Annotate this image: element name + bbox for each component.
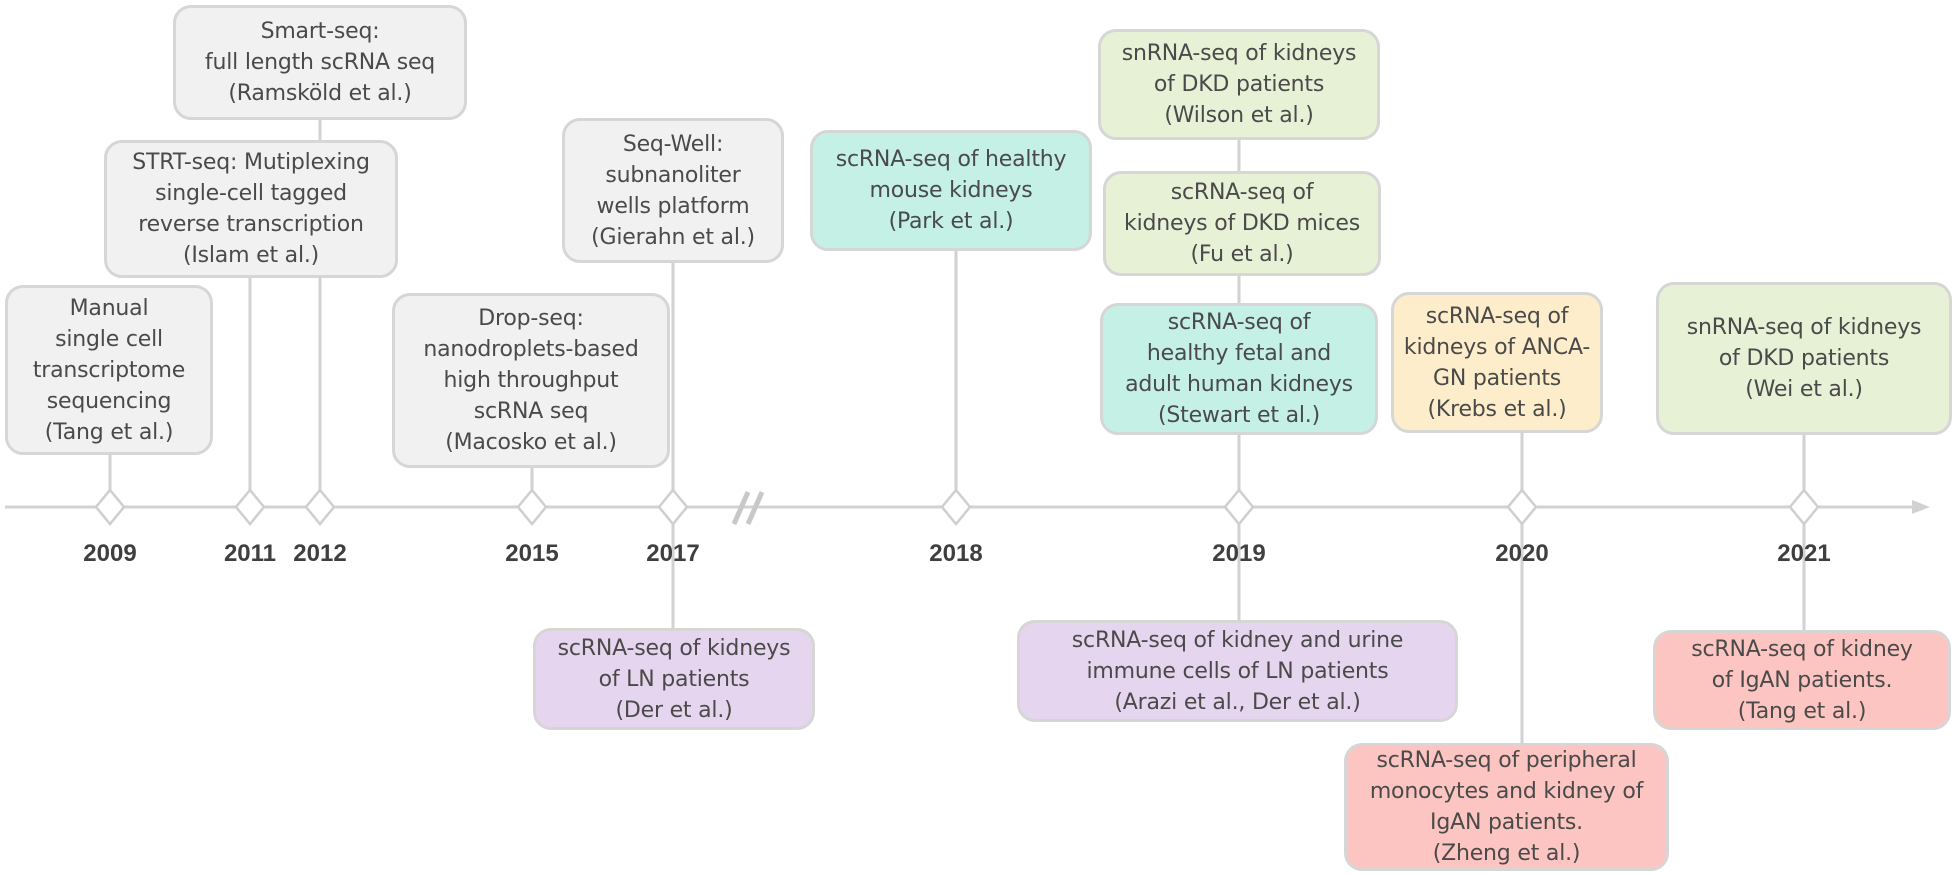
- event-text-line: mouse kidneys: [869, 178, 1033, 203]
- event-text-line: transcriptome: [32, 357, 186, 383]
- event-text-line: (Ramsköld et al.): [228, 81, 412, 106]
- event-text-line: Manual: [69, 295, 149, 321]
- event-text-line: Drop-seq:: [478, 306, 584, 331]
- event-box-gierahn-2017: Seq-Well: subnanoliter wells platform (Gier…: [562, 118, 784, 263]
- event-text-line: scRNA seq: [473, 399, 589, 424]
- event-text-line: (Gierahn et al.): [591, 224, 755, 250]
- event-box-stewart-2019: scRNA-seq of healthy fetal and adult human…: [1100, 303, 1378, 435]
- year-diamond-marker: [1223, 488, 1255, 526]
- event-text-line: adult human kidneys: [1125, 372, 1353, 397]
- axis-arrowhead: [1912, 500, 1930, 514]
- year-label-2020: 2020: [1495, 540, 1549, 567]
- event-box-krebs-2020: scRNA-seq of kidneys of ANCA- GN patients (…: [1391, 292, 1603, 433]
- event-text-line: (Tang et al.): [44, 419, 174, 445]
- axis-break-mark: [731, 490, 751, 526]
- event-text-line: (Arazi et al., Der et al.): [1114, 689, 1361, 715]
- event-text-line: of IgAN patients.: [1711, 667, 1893, 693]
- event-box-park-2018: scRNA-seq of healthy mouse kidneys (Park e…: [810, 130, 1092, 251]
- event-box-wei-2021: snRNA-seq of kidneys of DKD patients (Wei …: [1656, 282, 1952, 435]
- event-text-line: reverse transcription: [138, 212, 364, 237]
- year-label-2011: 2011: [223, 540, 277, 567]
- event-text-line: scRNA-seq of: [1167, 310, 1311, 335]
- event-text-line: kidneys of ANCA-: [1403, 334, 1591, 360]
- event-text-line: (Islam et al.): [182, 243, 320, 268]
- event-box-wilson-2019: snRNA-seq of kidneys of DKD patients (Wils…: [1098, 29, 1380, 140]
- event-box-der-2017: scRNA-seq of kidneys of LN patients (Der e…: [533, 628, 815, 730]
- year-label-2019: 2019: [1212, 540, 1266, 567]
- event-text-line: scRNA-seq of kidney: [1691, 636, 1913, 662]
- event-text-line: scRNA-seq of kidneys: [557, 635, 791, 661]
- year-diamond-marker: [1506, 488, 1538, 526]
- event-text-line: single cell: [55, 326, 163, 352]
- event-text-line: (Wei et al.): [1745, 377, 1863, 402]
- year-diamond-marker: [657, 488, 689, 526]
- event-text-line: Seq-Well:: [622, 131, 724, 157]
- event-text-line: IgAN patients.: [1430, 810, 1583, 835]
- year-diamond-marker: [940, 488, 972, 526]
- event-text-line: healthy fetal and: [1146, 341, 1332, 366]
- event-text-line: (Zheng et al.): [1432, 841, 1581, 866]
- event-text-line: monocytes and kidney of: [1369, 779, 1644, 804]
- year-diamond-marker: [304, 488, 336, 526]
- event-text-line: nanodroplets-based: [423, 337, 639, 362]
- event-text-line: kidneys of DKD mices: [1124, 211, 1360, 236]
- year-label-2009: 2009: [83, 540, 137, 567]
- event-text-line: scRNA-seq of: [1425, 303, 1569, 329]
- event-box-zheng-2020: scRNA-seq of peripheral monocytes and kid…: [1344, 743, 1669, 871]
- event-box-tang-2021: scRNA-seq of kidney of IgAN patients. (Tan…: [1653, 630, 1951, 730]
- event-text-line: immune cells of LN patients: [1086, 658, 1389, 684]
- event-text-line: snRNA-seq of kidneys: [1121, 41, 1357, 66]
- event-box-islam-2011: STRT-seq: Mutiplexing single-cell tagged r…: [104, 140, 398, 278]
- event-text-line: (Krebs et al.): [1427, 396, 1567, 422]
- event-text-line: (Fu et al.): [1190, 242, 1294, 267]
- event-text-line: scRNA-seq of healthy: [835, 147, 1067, 172]
- event-text-line: GN patients: [1432, 365, 1562, 391]
- event-box-ramskold-2012: Smart-seq: full length scRNA seq (Ramsköld…: [173, 5, 467, 120]
- event-text-line: snRNA-seq of kidneys: [1686, 315, 1922, 340]
- event-text-line: of LN patients: [598, 666, 750, 692]
- event-text-line: scRNA-seq of: [1170, 180, 1314, 205]
- event-text-line: scRNA-seq of kidney and urine: [1071, 627, 1404, 653]
- year-diamond-marker: [1788, 488, 1820, 526]
- event-text-line: wells platform: [596, 193, 750, 219]
- year-diamond-marker: [94, 488, 126, 526]
- event-text-line: of DKD patients: [1718, 346, 1890, 371]
- year-label-2017: 2017: [646, 540, 700, 567]
- event-text-line: (Wilson et al.): [1164, 103, 1314, 128]
- event-box-tang-2009: Manual single cell transcriptome sequencing…: [5, 285, 213, 455]
- year-label-2018: 2018: [929, 540, 983, 567]
- event-text-line: single-cell tagged: [155, 181, 347, 206]
- event-text-line: full length scRNA seq: [204, 50, 436, 75]
- event-text-line: scRNA-seq of peripheral: [1376, 748, 1637, 773]
- event-box-macosko-2015: Drop-seq: nanodroplets-based high throughp…: [392, 293, 670, 468]
- year-diamond-marker: [516, 488, 548, 526]
- event-text-line: of DKD patients: [1153, 72, 1325, 97]
- event-text-line: (Tang et al.): [1737, 698, 1867, 724]
- year-diamond-marker: [234, 488, 266, 526]
- event-text-line: (Park et al.): [888, 209, 1014, 234]
- axis-break-mark: [745, 490, 765, 526]
- event-text-line: subnanoliter: [605, 162, 741, 188]
- event-text-line: (Der et al.): [615, 697, 733, 723]
- event-text-line: (Macosko et al.): [445, 430, 617, 455]
- event-box-arazi-2019: scRNA-seq of kidney and urine immune cell…: [1017, 620, 1458, 722]
- year-label-2015: 2015: [505, 540, 559, 567]
- event-text-line: high throughput: [443, 368, 619, 393]
- year-label-2021: 2021: [1777, 540, 1831, 567]
- event-text-line: (Stewart et al.): [1158, 403, 1320, 428]
- event-box-fu-2019: scRNA-seq of kidneys of DKD mices (Fu et a…: [1103, 171, 1381, 276]
- event-text-line: sequencing: [46, 388, 172, 414]
- event-text-line: Smart-seq:: [260, 19, 380, 44]
- year-label-2012: 2012: [293, 540, 347, 567]
- event-text-line: STRT-seq: Mutiplexing: [132, 150, 370, 175]
